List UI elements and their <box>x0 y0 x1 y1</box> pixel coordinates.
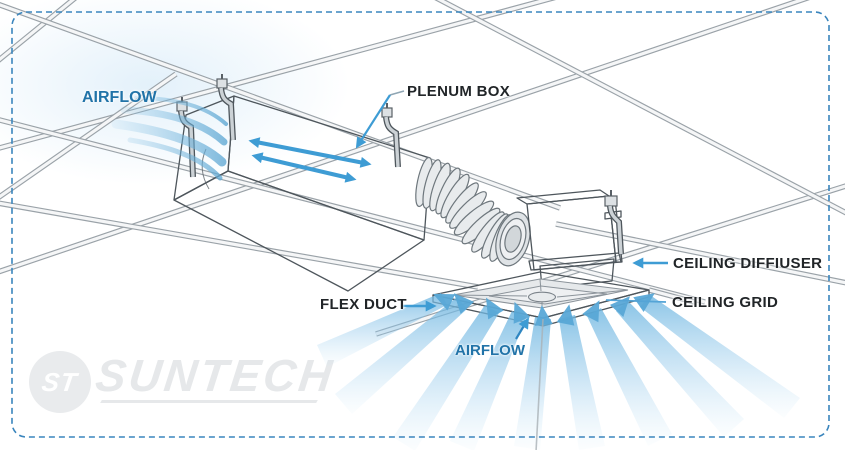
watermark-logo-circle: ST <box>29 351 91 413</box>
dashed-border <box>11 11 830 438</box>
label-ceiling-diffuser: CEILING DIFFIUSER <box>673 255 823 272</box>
airflow-fan <box>317 293 800 450</box>
flex-duct-collar <box>495 211 531 267</box>
airflow-fan-tails <box>317 293 800 450</box>
plate-center-circle <box>527 291 557 303</box>
hanger-bracket <box>216 74 236 141</box>
airflow-bottom-arrow <box>515 317 529 340</box>
label-flex-duct: FLEX DUCT <box>320 296 407 313</box>
ceiling-diffuser-housing <box>516 189 624 289</box>
callout-arrows <box>355 90 668 340</box>
label-ceiling-grid: CEILING GRID <box>672 294 779 311</box>
airflow-streams-left <box>111 96 228 181</box>
plenum-box <box>173 95 431 292</box>
plenum-leader-elbow <box>389 90 405 96</box>
plenum-leader-arrow <box>355 94 391 149</box>
grid-leader-line <box>605 299 667 303</box>
hanger-brackets <box>176 74 401 178</box>
grid-tee-near-line <box>535 318 544 450</box>
hanger-bracket <box>381 103 401 168</box>
label-airflow-top: AIRFLOW <box>82 89 157 106</box>
label-plenum-box: PLENUM BOX <box>407 83 511 100</box>
flex-duct <box>415 156 531 267</box>
label-airflow-bottom: AIRFLOW <box>455 342 525 359</box>
plenum-internal-airflow-arrows <box>248 137 372 183</box>
airflow-fan-arrowheads <box>433 293 655 326</box>
hanger-bracket <box>604 190 624 255</box>
